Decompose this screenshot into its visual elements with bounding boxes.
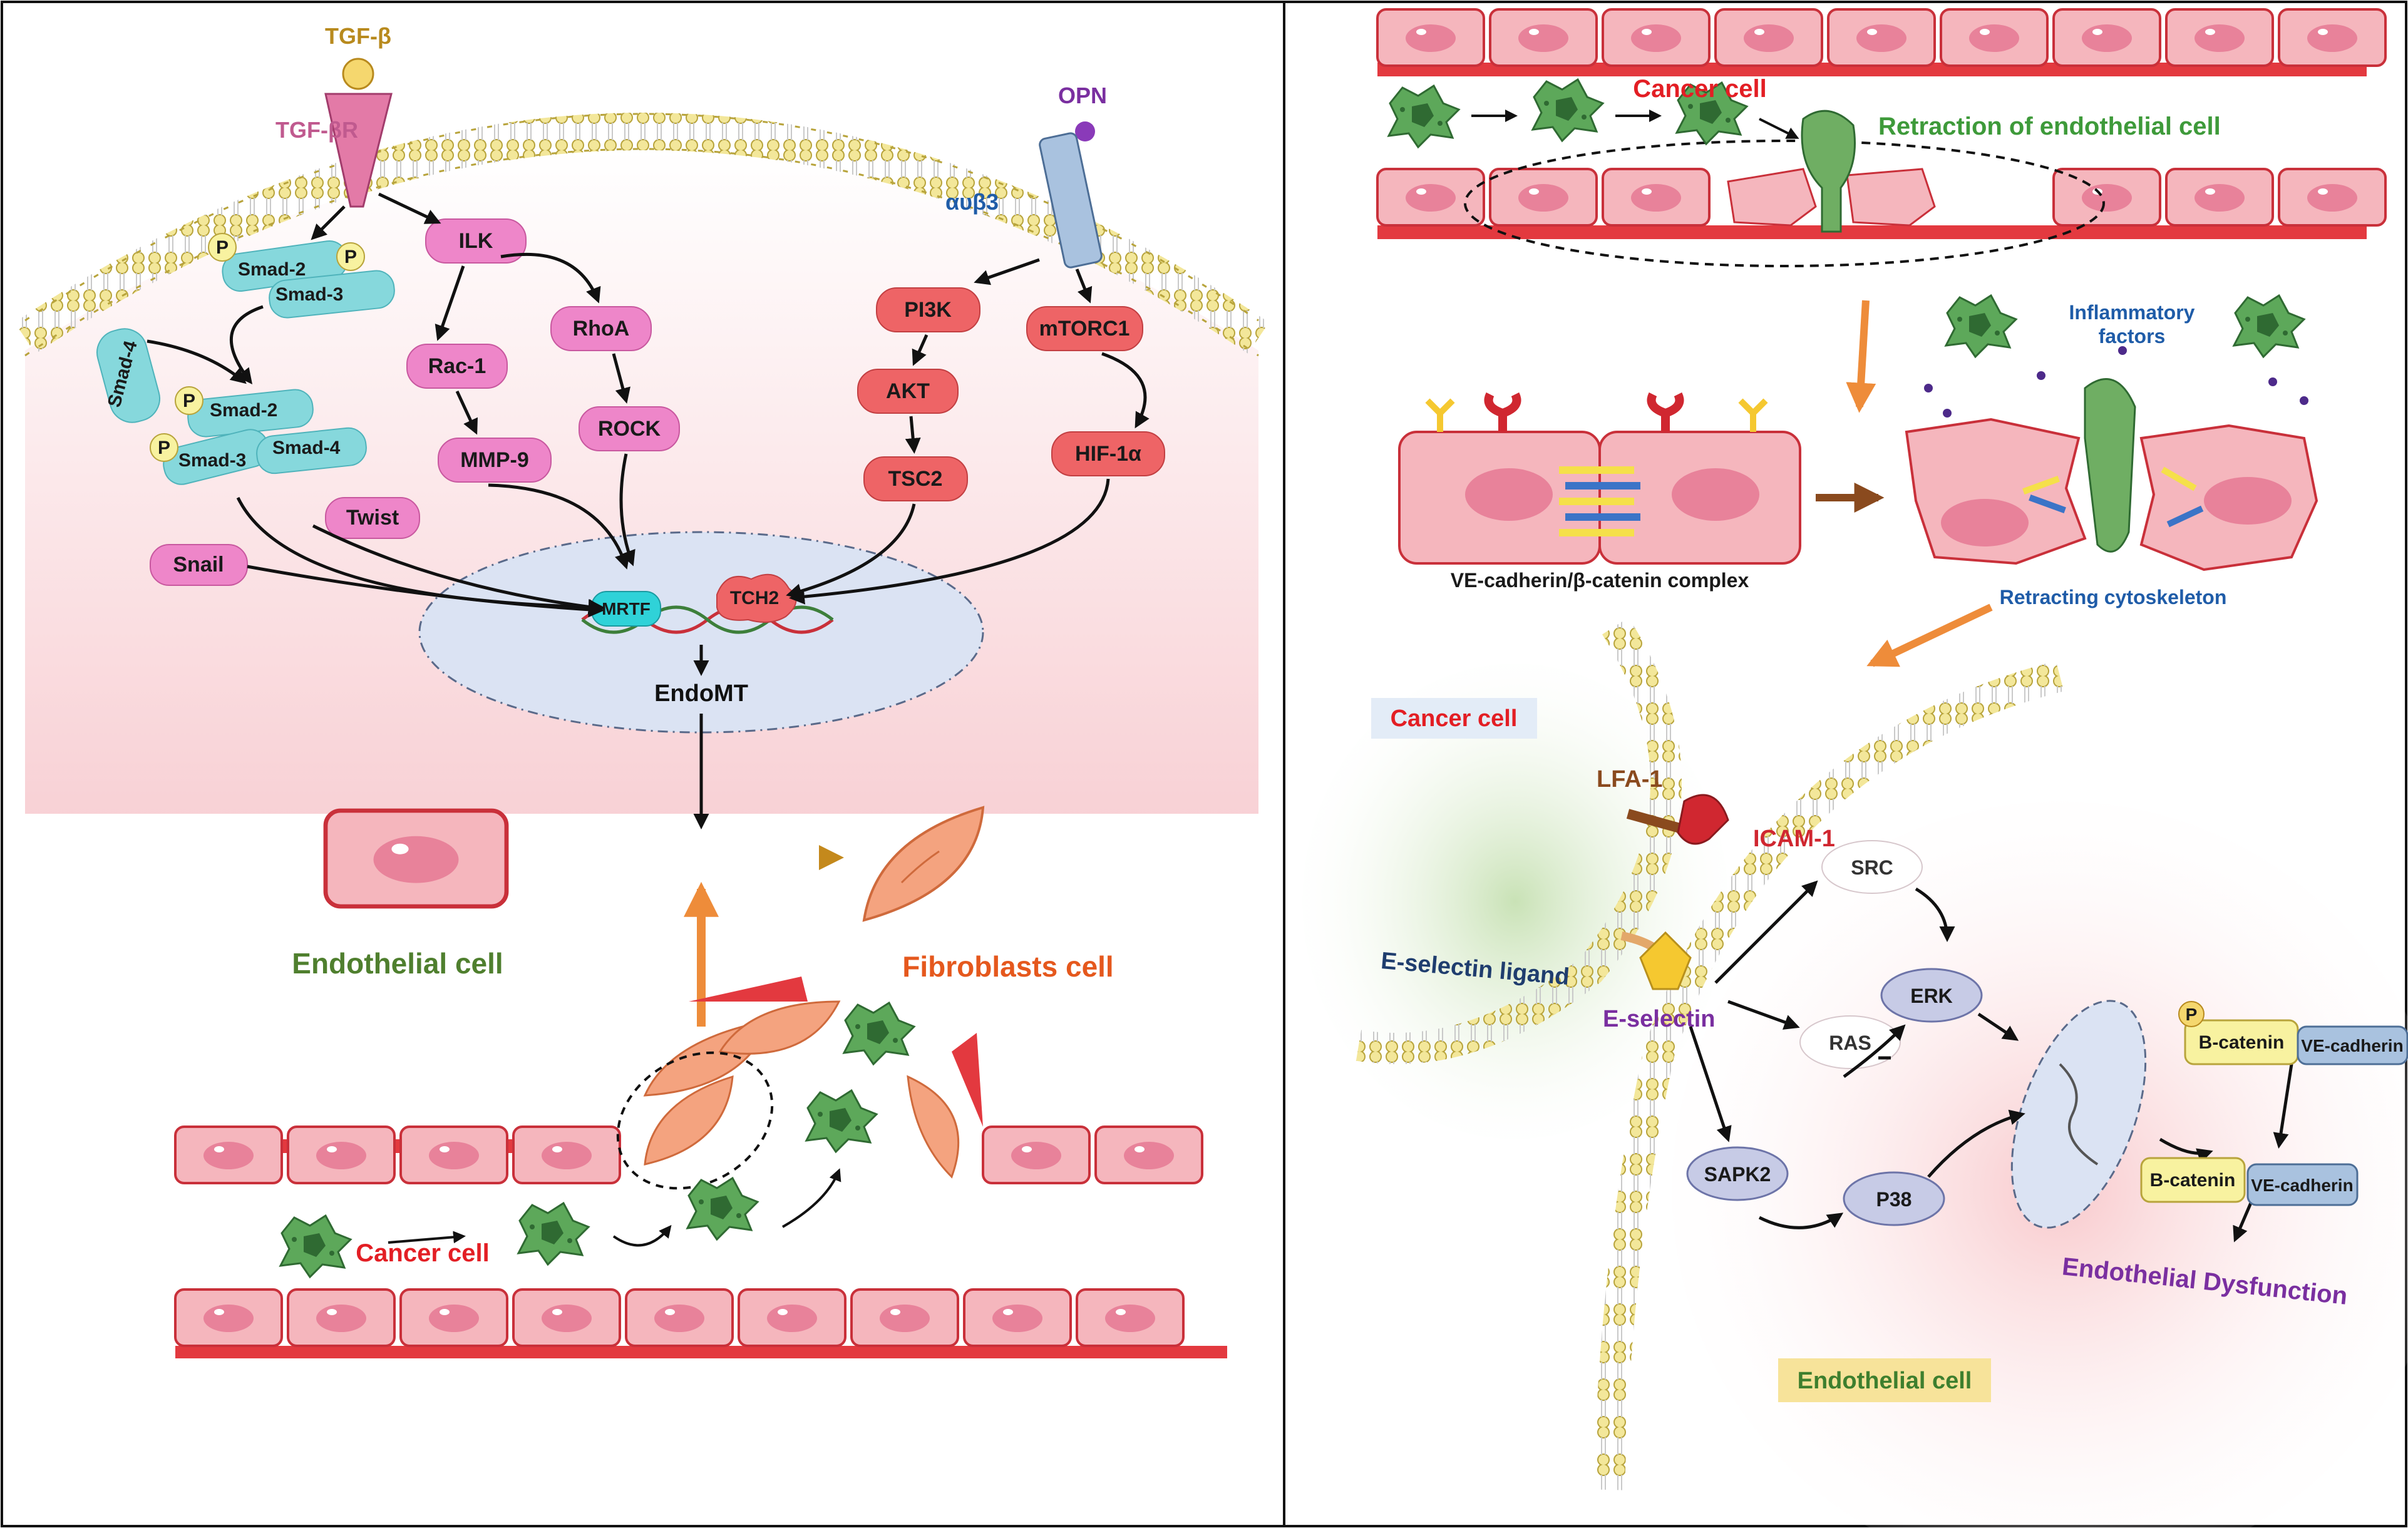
cancer-cell-glow <box>1302 664 1728 1139</box>
right-panel: Cancer cell Retraction of endothelial ce… <box>1302 8 2408 1528</box>
endothelial-cell-label-bottom: Endothelial cell <box>1798 1368 1972 1394</box>
orange-curve-arrow-2 <box>1866 603 1993 667</box>
phospho-right: P <box>2186 1005 2198 1024</box>
akt-label: AKT <box>886 379 930 403</box>
b-catenin-label-1: B-catenin <box>2199 1032 2285 1053</box>
catenin-complex-2 <box>2140 1157 2359 1206</box>
cancer-cells-top <box>1387 78 1856 233</box>
pi3k-label: PI3K <box>904 298 952 322</box>
smad4-label-2: Smad-4 <box>272 438 341 458</box>
phospho-4: P <box>158 438 170 458</box>
ve-cadherin-junction <box>1398 392 1801 565</box>
ve-cadherin-label-1: VE-cadherin <box>2301 1036 2403 1055</box>
lfa1-label: LFA-1 <box>1597 766 1663 792</box>
tsc2-label: TSC2 <box>888 467 943 491</box>
cancer-path-arrows-left <box>388 1168 841 1247</box>
left-panel: TGF-β TGF-βR OPN αυβ3 P P Smad-2 Smad-3 … <box>14 23 1269 1358</box>
cancer-cell-label-left: Cancer cell <box>356 1239 489 1267</box>
phospho-1: P <box>216 237 229 258</box>
pathway-arrows-left <box>147 192 1150 829</box>
tgf-beta-receptor <box>324 58 393 208</box>
inflammatory-label-1: Inflammatory <box>2069 301 2195 324</box>
salmon-nodes <box>857 287 1165 501</box>
src-label: SRC <box>1851 856 1893 879</box>
dna-right <box>2059 1063 2099 1166</box>
p38-label: P38 <box>1876 1188 1912 1211</box>
smad-complex-1 <box>208 233 395 319</box>
smad3-label-1: Smad-3 <box>275 284 343 305</box>
endothelial-cell-icon <box>326 811 507 906</box>
twist-label: Twist <box>346 506 399 530</box>
smad4-free <box>96 328 160 423</box>
endomt-label: EndoMT <box>654 680 748 707</box>
rhoa-label: RhoA <box>573 317 630 341</box>
retracting-junction <box>1905 294 2318 572</box>
vessel-lower-row <box>174 1288 1227 1358</box>
nucleus <box>418 531 984 734</box>
mrtf-label: MRTF <box>602 599 651 618</box>
top-vessel-lower <box>1376 168 2387 239</box>
signaling-arrows-right <box>1689 880 2293 1243</box>
nucleus-right <box>2010 1000 2147 1229</box>
e-selectin-label: E-selectin <box>1603 1006 1716 1032</box>
mmp9-label: MMP-9 <box>460 448 529 472</box>
cancer-path-arrows-top <box>1471 110 1799 139</box>
fibroblasts-cell-label: Fibroblasts cell <box>902 950 1113 983</box>
smad3-label-2: Smad-3 <box>178 450 246 471</box>
rock-label: ROCK <box>598 417 661 441</box>
cancer-cell-label-bg <box>1371 698 1537 739</box>
phospho-2: P <box>344 247 357 267</box>
tch2-label: TCH2 <box>730 588 779 608</box>
sapk2-label: SAPK2 <box>1704 1163 1771 1186</box>
retracting-label: Retracting cytoskeleton <box>2000 586 2227 608</box>
orange-curve-arrow-1 <box>1846 300 1876 413</box>
ve-cadherin-label-2: VE-cadherin <box>2251 1176 2353 1195</box>
dashed-highlight-top <box>1464 140 2105 267</box>
endothelial-cell-label-bg <box>1778 1358 1991 1402</box>
smad-complex-2 <box>150 386 367 485</box>
dashed-highlight-left <box>616 1051 774 1190</box>
mtorc1-label: mTORC1 <box>1039 317 1130 341</box>
right-panel-frame <box>1283 1 2407 1527</box>
cancer-membrane <box>1356 617 1682 1064</box>
top-vessel-upper <box>1376 8 2387 76</box>
ve-complex-label: VE-cadherin/β-catenin complex <box>1451 569 1749 592</box>
erk-label: ERK <box>1910 985 1953 1007</box>
cancer-cell-label-top: Cancer cell <box>1633 75 1766 103</box>
tgf-beta-label: TGF-β <box>325 23 391 49</box>
opn-label: OPN <box>1058 83 1107 108</box>
endothelial-cell-label: Endothelial cell <box>292 947 503 980</box>
vessel-upper-row <box>174 1125 1203 1184</box>
retraction-label: Retraction of endothelial cell <box>1878 113 2221 140</box>
phospho-3: P <box>183 391 195 411</box>
ras-label: RAS <box>1829 1032 1871 1054</box>
smad2-label-2: Smad-2 <box>210 400 277 421</box>
hif1a-label: HIF-1α <box>1075 442 1141 466</box>
inflammatory-label-2: factors <box>2099 325 2166 347</box>
endothelial-membrane <box>1593 660 2064 1490</box>
fibroblasts-escaping <box>643 977 983 1179</box>
signaling-nodes <box>1686 840 1983 1226</box>
catenin-complex-1 <box>2178 1001 2408 1065</box>
lfa1-icam1-receptors <box>1620 794 1729 990</box>
integrin-label: αυβ3 <box>945 189 999 215</box>
rac1-label: Rac-1 <box>428 354 486 378</box>
integrin-receptor <box>1039 121 1103 269</box>
icam1-label: ICAM-1 <box>1753 826 1835 852</box>
snail-label: Snail <box>173 553 224 577</box>
cancer-cell-label-bottom: Cancer cell <box>1391 705 1518 732</box>
tgf-beta-r-label: TGF-βR <box>275 117 358 143</box>
pink-nodes <box>150 218 680 586</box>
smad2-label-1: Smad-2 <box>238 259 306 280</box>
b-catenin-label-2: B-catenin <box>2150 1170 2236 1191</box>
ilk-label: ILK <box>459 229 493 253</box>
fibroblast-cell-icon <box>862 806 985 922</box>
